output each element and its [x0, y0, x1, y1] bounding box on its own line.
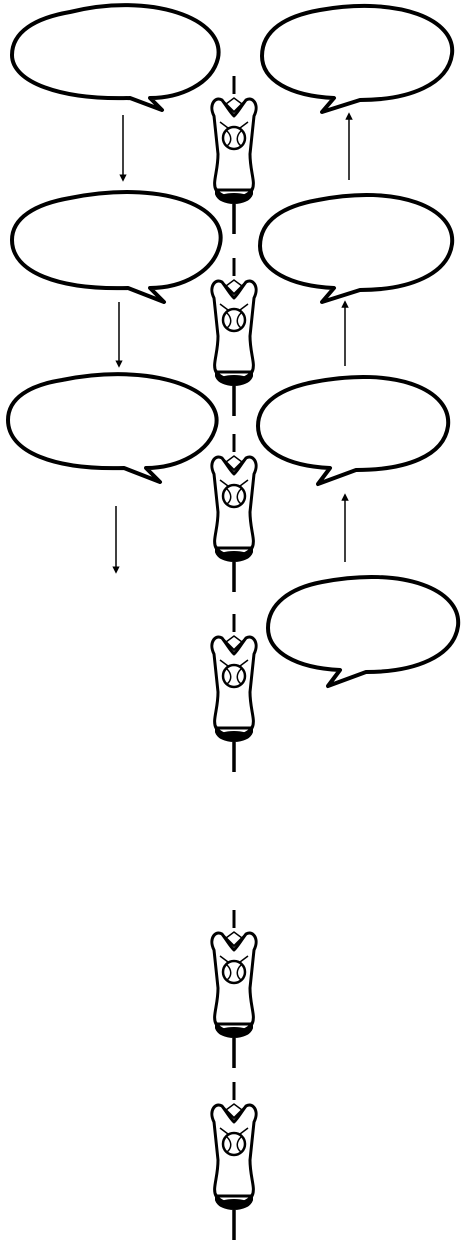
right-bubble-3 [258, 377, 448, 484]
right-bubble-2 [260, 195, 452, 302]
neck-tie-icon [212, 614, 256, 772]
right-bubble-4 [268, 577, 458, 686]
right-flow-arrows [345, 116, 349, 562]
neck-tie-icon [212, 258, 256, 416]
left-bubble-2 [12, 192, 221, 302]
neck-tie-icon [212, 910, 256, 1068]
neck-tie-icon [212, 434, 256, 592]
left-flow-arrows [116, 115, 123, 570]
left-bubble-3 [8, 374, 217, 482]
neck-tie-icon [212, 1082, 256, 1240]
left-bubble-1 [12, 5, 219, 110]
right-bubble-1 [262, 6, 452, 112]
neck-tie-icon [212, 76, 256, 234]
